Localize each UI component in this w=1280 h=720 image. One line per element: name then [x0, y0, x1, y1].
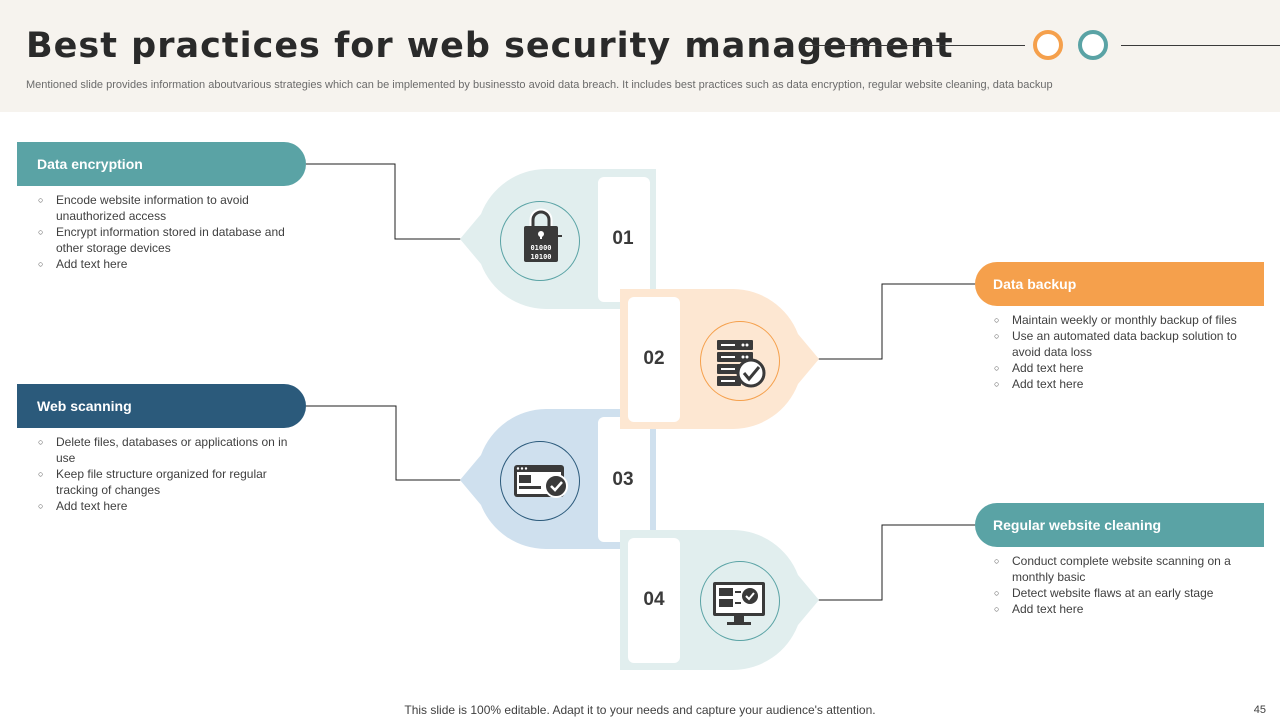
list-item: Keep file structure organized for regula… — [38, 466, 294, 498]
website-cleaning-bullets: Conduct complete website scanning on a m… — [994, 553, 1256, 617]
connector-02 — [818, 283, 975, 360]
page-subtitle: Mentioned slide provides information abo… — [26, 79, 1053, 91]
data-encryption-heading: Data encryption — [17, 142, 306, 186]
server-backup-icon — [717, 340, 766, 388]
web-scanning-bullets: Delete files, databases or applications … — [38, 434, 294, 514]
list-item: Add text here — [994, 601, 1256, 617]
shape-03-tab — [598, 417, 650, 542]
web-scanning-heading: Web scanning — [17, 384, 306, 428]
browser-scan-icon — [514, 465, 568, 498]
list-item: Add text here — [994, 360, 1266, 376]
connector-03 — [306, 405, 462, 481]
shape-04-tab — [628, 538, 680, 663]
data-backup-bullets: Maintain weekly or monthly backup of fil… — [994, 312, 1266, 392]
page-number: 45 — [1253, 704, 1266, 716]
data-backup-heading: Data backup — [975, 262, 1264, 306]
data-encryption-bullets: Encode website information to avoid unau… — [38, 192, 288, 272]
step-number-04: 04 — [643, 589, 665, 610]
website-cleaning-heading: Regular website cleaning — [975, 503, 1264, 547]
step-number-03: 03 — [612, 469, 634, 490]
list-item: Encode website information to avoid unau… — [38, 192, 288, 224]
list-item: Encrypt information stored in database a… — [38, 224, 288, 256]
teal-ring-ornament — [1078, 30, 1108, 60]
footer-note: This slide is 100% editable. Adapt it to… — [404, 703, 876, 717]
list-item: Add text here — [38, 256, 288, 272]
binary-text-1: 01000 — [530, 244, 551, 252]
monitor-check-icon — [713, 582, 765, 625]
list-item: Delete files, databases or applications … — [38, 434, 294, 466]
binary-text-2: 10100 — [530, 253, 551, 261]
cleaning-icon-circle — [700, 561, 780, 641]
encryption-icon-circle: 01000 10100 — [500, 201, 580, 281]
shape-01-tab — [598, 177, 650, 302]
header-band: Best practices for web security manageme… — [0, 0, 1280, 112]
encryption-lock-icon: 01000 10100 — [524, 208, 562, 262]
step-number-01: 01 — [612, 228, 634, 249]
list-item: Maintain weekly or monthly backup of fil… — [994, 312, 1266, 328]
header-divider-left — [803, 45, 1025, 46]
list-item: Add text here — [38, 498, 294, 514]
backup-icon-circle — [700, 321, 780, 401]
list-item: Detect website flaws at an early stage — [994, 585, 1256, 601]
connector-04 — [818, 524, 975, 601]
list-item: Add text here — [994, 376, 1266, 392]
list-item: Conduct complete website scanning on a m… — [994, 553, 1256, 585]
scanning-icon-circle — [500, 441, 580, 521]
shape-02-tab — [628, 297, 680, 422]
connector-01 — [306, 163, 462, 240]
step-number-02: 02 — [643, 348, 665, 369]
header-divider-right — [1121, 45, 1280, 46]
orange-ring-ornament — [1033, 30, 1063, 60]
page-title: Best practices for web security manageme… — [26, 26, 954, 66]
list-item: Use an automated data backup solution to… — [994, 328, 1266, 360]
